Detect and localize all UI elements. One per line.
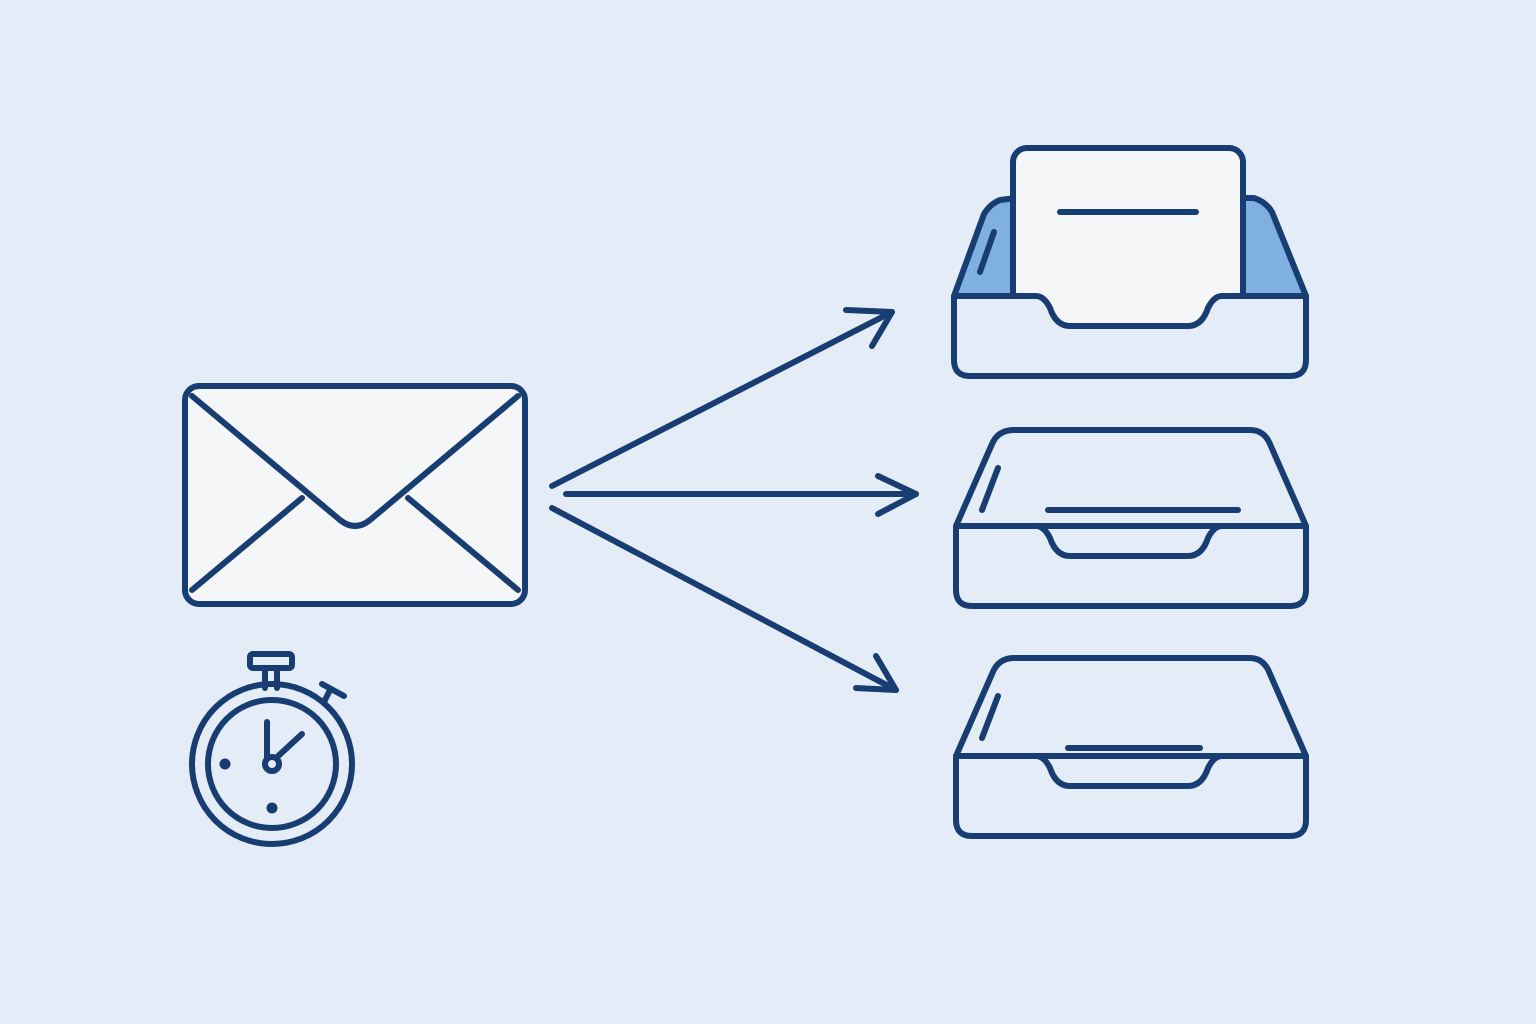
stopwatch-icon (189, 651, 355, 847)
arrow-right-icon (563, 473, 919, 517)
inbox-tray-icon (953, 655, 1309, 839)
tray-bottom (953, 655, 1309, 839)
arrow-right-down-icon (549, 505, 899, 693)
arrow-right-up-icon (549, 307, 895, 489)
tray-middle (953, 427, 1309, 609)
envelope-icon (182, 383, 528, 607)
tray-top (951, 145, 1309, 379)
inbox-tray-icon (953, 427, 1309, 609)
document-icon (1010, 145, 1246, 341)
